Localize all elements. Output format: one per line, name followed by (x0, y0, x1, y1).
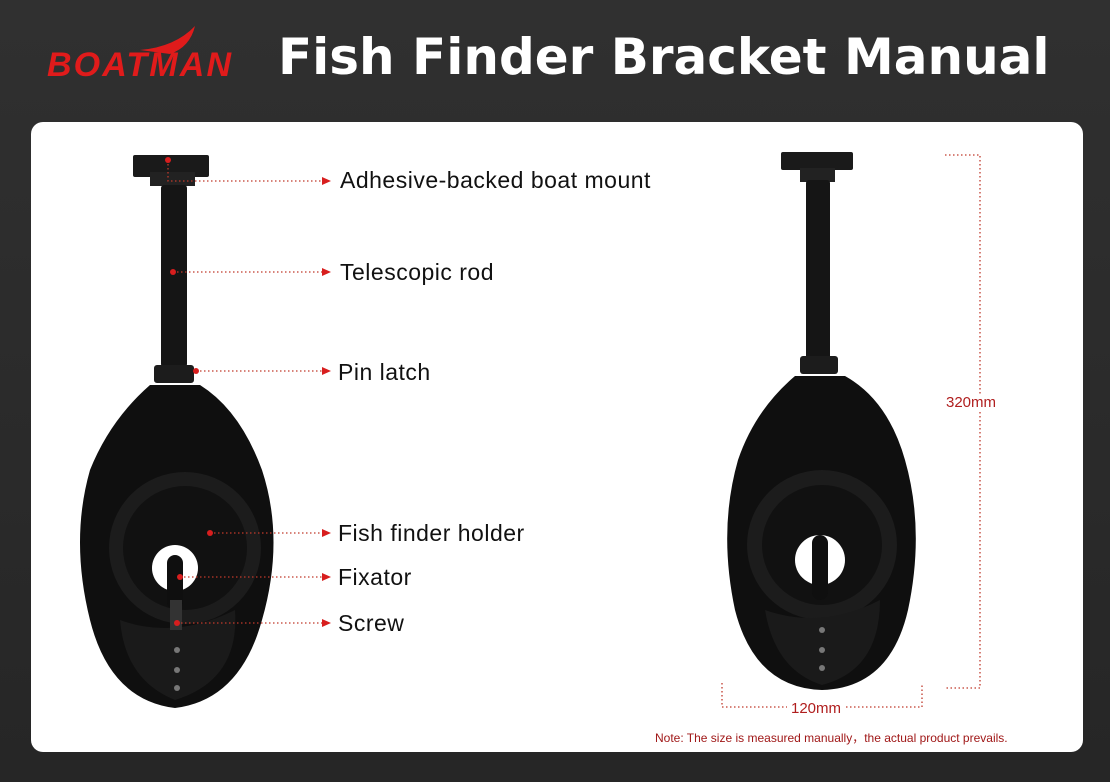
part-label-screw: Screw (338, 610, 405, 636)
part-label-telescopic-rod: Telescopic rod (340, 259, 495, 285)
bracket-right-image (727, 152, 916, 690)
part-label-fish-finder-holder: Fish finder holder (338, 520, 525, 546)
page-title: Fish Finder Bracket Manual (278, 28, 1050, 86)
part-label-pin-latch: Pin latch (338, 359, 431, 385)
svg-text:BOATMAN: BOATMAN (47, 46, 232, 82)
measurement-note: Note: The size is measured manually，the … (655, 731, 1008, 745)
boatman-logo: BOATMAN (47, 26, 232, 82)
part-label-boat-mount: Adhesive-backed boat mount (340, 167, 651, 193)
part-label-fixator: Fixator (338, 564, 412, 590)
leader-markers (165, 157, 331, 627)
bracket-left-image (80, 155, 274, 708)
width-dimension: 120mm (787, 700, 846, 717)
height-dimension: 320mm (942, 394, 1001, 411)
